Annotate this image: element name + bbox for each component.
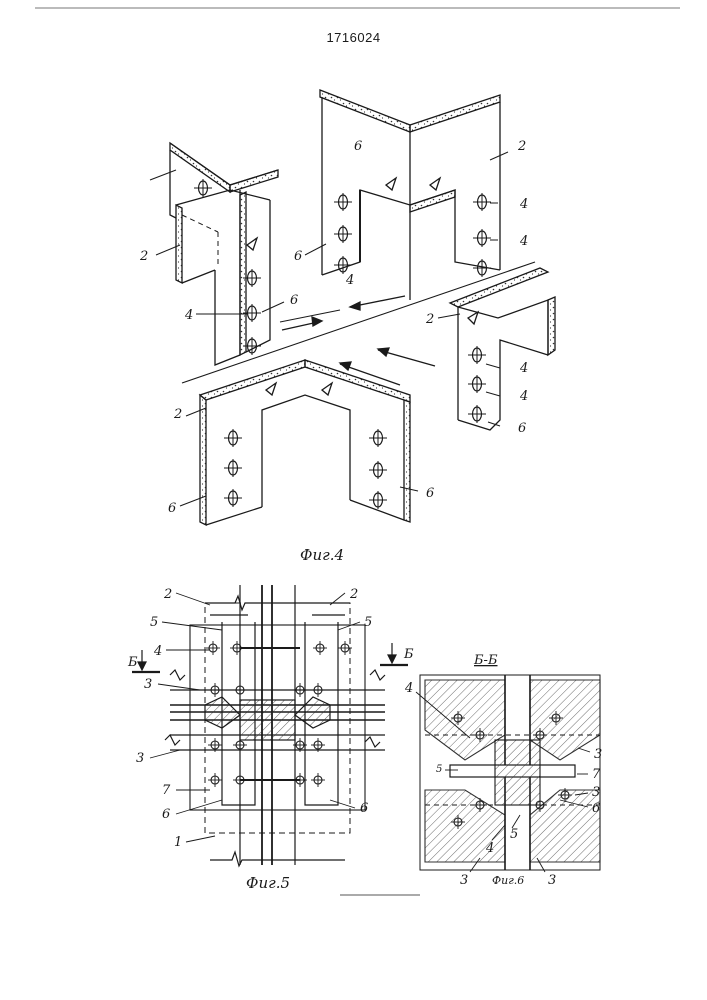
fig5-label: 1 (174, 835, 182, 850)
angle-lower (200, 360, 410, 525)
fig4-label: 4 (184, 308, 193, 323)
fig4-label: 6 (518, 421, 526, 436)
fig5-label: 2 (349, 587, 358, 602)
arrow-3 (378, 348, 435, 366)
angle-upper-left (170, 143, 278, 365)
fig4-label: 6 (294, 249, 302, 264)
fig5-label: 4 (153, 644, 162, 659)
fig5-label: 7 (162, 783, 171, 798)
fig4-label: 2 (425, 312, 434, 327)
fig6-label: 4 (404, 681, 413, 696)
fig6-title: Б-Б (473, 653, 498, 668)
section-mark-right: Б (403, 647, 414, 662)
figure-4 (150, 90, 555, 525)
fig5-label: 5 (364, 615, 372, 630)
fig6-label: 4 (485, 841, 494, 856)
fig4-label: 4 (345, 273, 354, 288)
fig5-label: 3 (136, 751, 144, 766)
fig6-label: 3 (548, 873, 556, 888)
fig6-label: 6 (592, 801, 600, 816)
arrow-1 (350, 296, 405, 310)
fig6-label: 7 (592, 767, 601, 782)
fig4-label: 2 (173, 407, 182, 422)
fig4-label: 4 (519, 361, 528, 376)
fig4-label: 2 (517, 139, 526, 154)
fig4-caption: Фиг.4 (300, 546, 344, 564)
fig4-label: 2 (139, 249, 148, 264)
angle-right (450, 268, 555, 430)
fig5-caption: Фиг.5 (246, 874, 290, 892)
fig4-label: 4 (519, 389, 528, 404)
fig5-label: 6 (360, 801, 368, 816)
fig5-label: 3 (144, 677, 152, 692)
fig5-label: 6 (162, 807, 170, 822)
fig6-label: 5 (510, 827, 518, 842)
fig4-label: 6 (290, 293, 298, 308)
fig4-label: 6 (426, 486, 434, 501)
fig6-label: 3 (594, 747, 602, 762)
fig6-label: 3 (592, 785, 600, 800)
figure-6 (416, 675, 600, 872)
fig6-caption: Фиг.6 (492, 874, 524, 887)
fig4-label: 4 (519, 197, 528, 212)
fig4-label: 6 (168, 501, 176, 516)
fig4-labels: 2 2 2 2 4 4 4 4 4 4 6 6 6 6 6 6 (139, 139, 528, 516)
fig4-label: 4 (519, 234, 528, 249)
fig6-label: 5 (436, 764, 442, 775)
arrow-2 (282, 317, 322, 330)
fig5-label: 5 (150, 615, 158, 630)
angle-upper-right (320, 90, 500, 300)
fig4-label: 6 (354, 139, 362, 154)
section-mark-left: Б (127, 655, 138, 670)
fig6-label: 3 (460, 873, 468, 888)
fig5-label: 2 (163, 587, 172, 602)
